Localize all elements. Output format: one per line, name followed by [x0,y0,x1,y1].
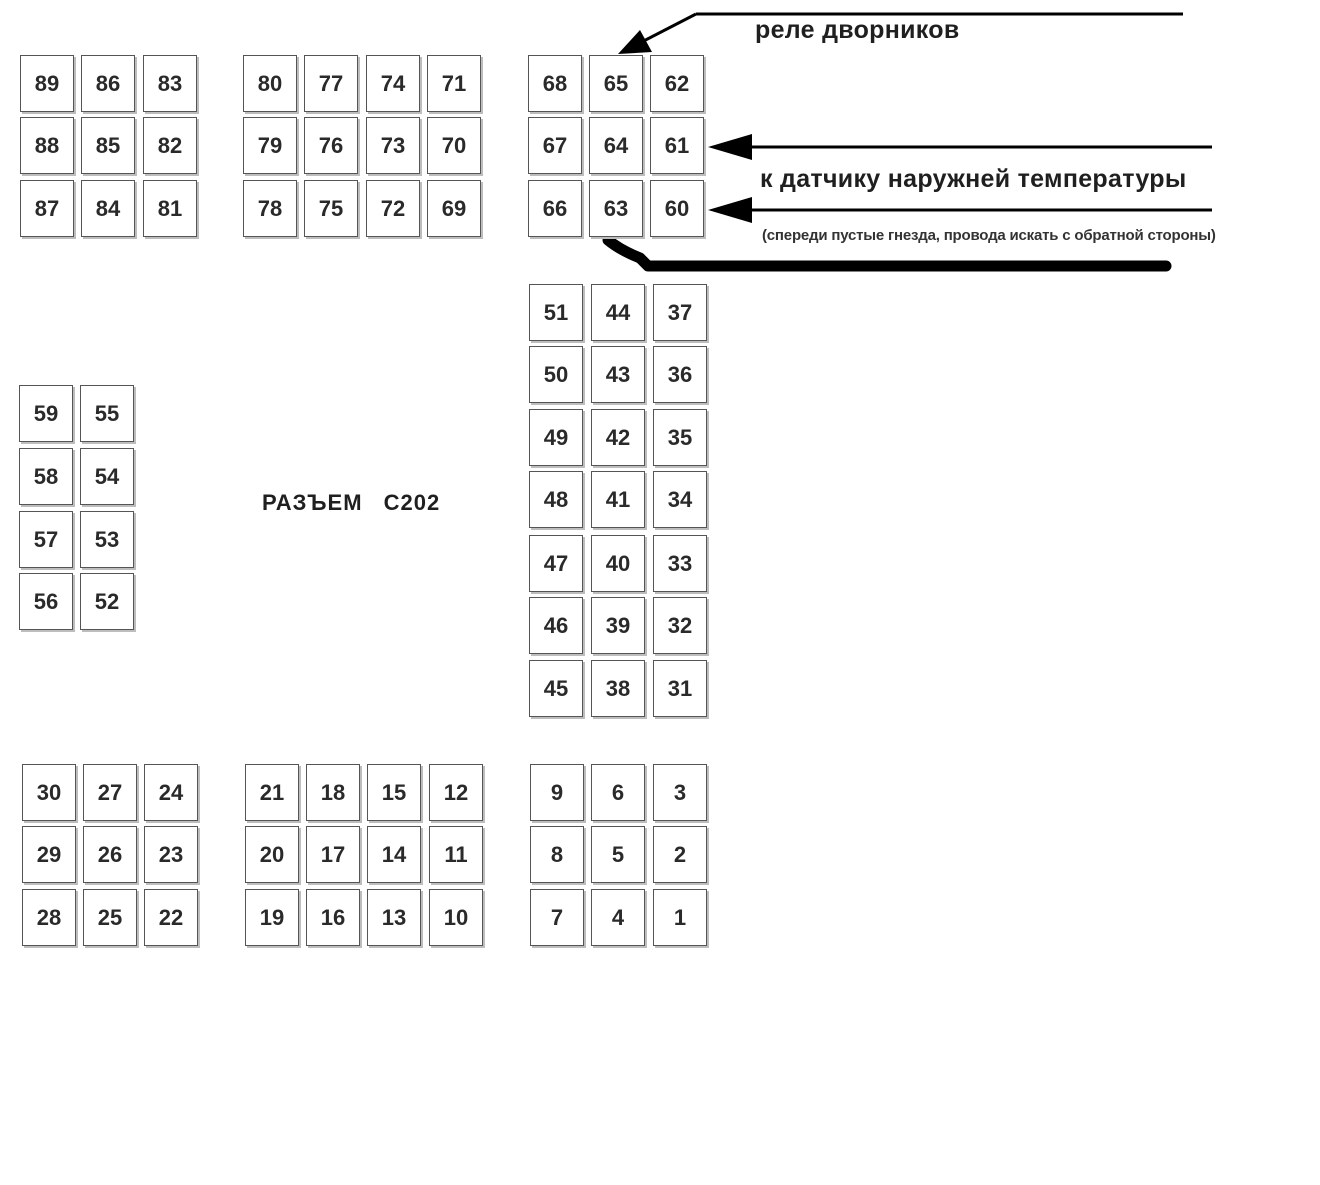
pin-22: 22 [144,889,198,946]
pin-49: 49 [529,409,583,466]
pin-9: 9 [530,764,584,821]
pin-57: 57 [19,511,73,568]
pin-50: 50 [529,346,583,403]
rear-wires-note: (спереди пустые гнезда, провода искать с… [762,227,1216,244]
pin-53: 53 [80,511,134,568]
pin-58: 58 [19,448,73,505]
pin-24: 24 [144,764,198,821]
pin-84: 84 [81,180,135,237]
pin-26: 26 [83,826,137,883]
pin-61: 61 [650,117,704,174]
pin-59: 59 [19,385,73,442]
pin-35: 35 [653,409,707,466]
pin-76: 76 [304,117,358,174]
pin-45: 45 [529,660,583,717]
pin-69: 69 [427,180,481,237]
pin-74: 74 [366,55,420,112]
pin-12: 12 [429,764,483,821]
pin-48: 48 [529,471,583,528]
pin-42: 42 [591,409,645,466]
pin-75: 75 [304,180,358,237]
pin-30: 30 [22,764,76,821]
connector-title: РАЗЪЕМ С202 [262,490,441,515]
pin-17: 17 [306,826,360,883]
pin-15: 15 [367,764,421,821]
pin-1: 1 [653,889,707,946]
pin-41: 41 [591,471,645,528]
pin-52: 52 [80,573,134,630]
pin-37: 37 [653,284,707,341]
pin-10: 10 [429,889,483,946]
pin-25: 25 [83,889,137,946]
pin-23: 23 [144,826,198,883]
pin-72: 72 [366,180,420,237]
pin-62: 62 [650,55,704,112]
pin-64: 64 [589,117,643,174]
pin-19: 19 [245,889,299,946]
pin-6: 6 [591,764,645,821]
pin-65: 65 [589,55,643,112]
rear-wire-bracket [602,234,1172,272]
pin-33: 33 [653,535,707,592]
pin-55: 55 [80,385,134,442]
wiper-relay-label: реле дворников [755,16,960,44]
pin-46: 46 [529,597,583,654]
pin-29: 29 [22,826,76,883]
pin-32: 32 [653,597,707,654]
pin-54: 54 [80,448,134,505]
pin-7: 7 [530,889,584,946]
pin-20: 20 [245,826,299,883]
temp-sensor-arrow-61-head [708,134,752,160]
pin-18: 18 [306,764,360,821]
pin-51: 51 [529,284,583,341]
pin-83: 83 [143,55,197,112]
pin-44: 44 [591,284,645,341]
pin-36: 36 [653,346,707,403]
pin-82: 82 [143,117,197,174]
pin-28: 28 [22,889,76,946]
pin-38: 38 [591,660,645,717]
pin-40: 40 [591,535,645,592]
pin-73: 73 [366,117,420,174]
pin-21: 21 [245,764,299,821]
pin-3: 3 [653,764,707,821]
pin-31: 31 [653,660,707,717]
pin-85: 85 [81,117,135,174]
pin-89: 89 [20,55,74,112]
pin-81: 81 [143,180,197,237]
temp-sensor-label: к датчику наружней температуры [760,165,1187,193]
pin-11: 11 [429,826,483,883]
pin-16: 16 [306,889,360,946]
pin-71: 71 [427,55,481,112]
pin-56: 56 [19,573,73,630]
pin-78: 78 [243,180,297,237]
pin-47: 47 [529,535,583,592]
pin-43: 43 [591,346,645,403]
pin-68: 68 [528,55,582,112]
temp-sensor-arrow-60-head [708,197,752,223]
pin-67: 67 [528,117,582,174]
pin-87: 87 [20,180,74,237]
pin-63: 63 [589,180,643,237]
pin-70: 70 [427,117,481,174]
pin-8: 8 [530,826,584,883]
pin-60: 60 [650,180,704,237]
pin-13: 13 [367,889,421,946]
pin-66: 66 [528,180,582,237]
pin-27: 27 [83,764,137,821]
pin-34: 34 [653,471,707,528]
pin-80: 80 [243,55,297,112]
pin-2: 2 [653,826,707,883]
pin-79: 79 [243,117,297,174]
wiper-relay-arrowhead [618,30,652,54]
pin-88: 88 [20,117,74,174]
pin-4: 4 [591,889,645,946]
pin-86: 86 [81,55,135,112]
pin-77: 77 [304,55,358,112]
pin-5: 5 [591,826,645,883]
pin-39: 39 [591,597,645,654]
pin-14: 14 [367,826,421,883]
